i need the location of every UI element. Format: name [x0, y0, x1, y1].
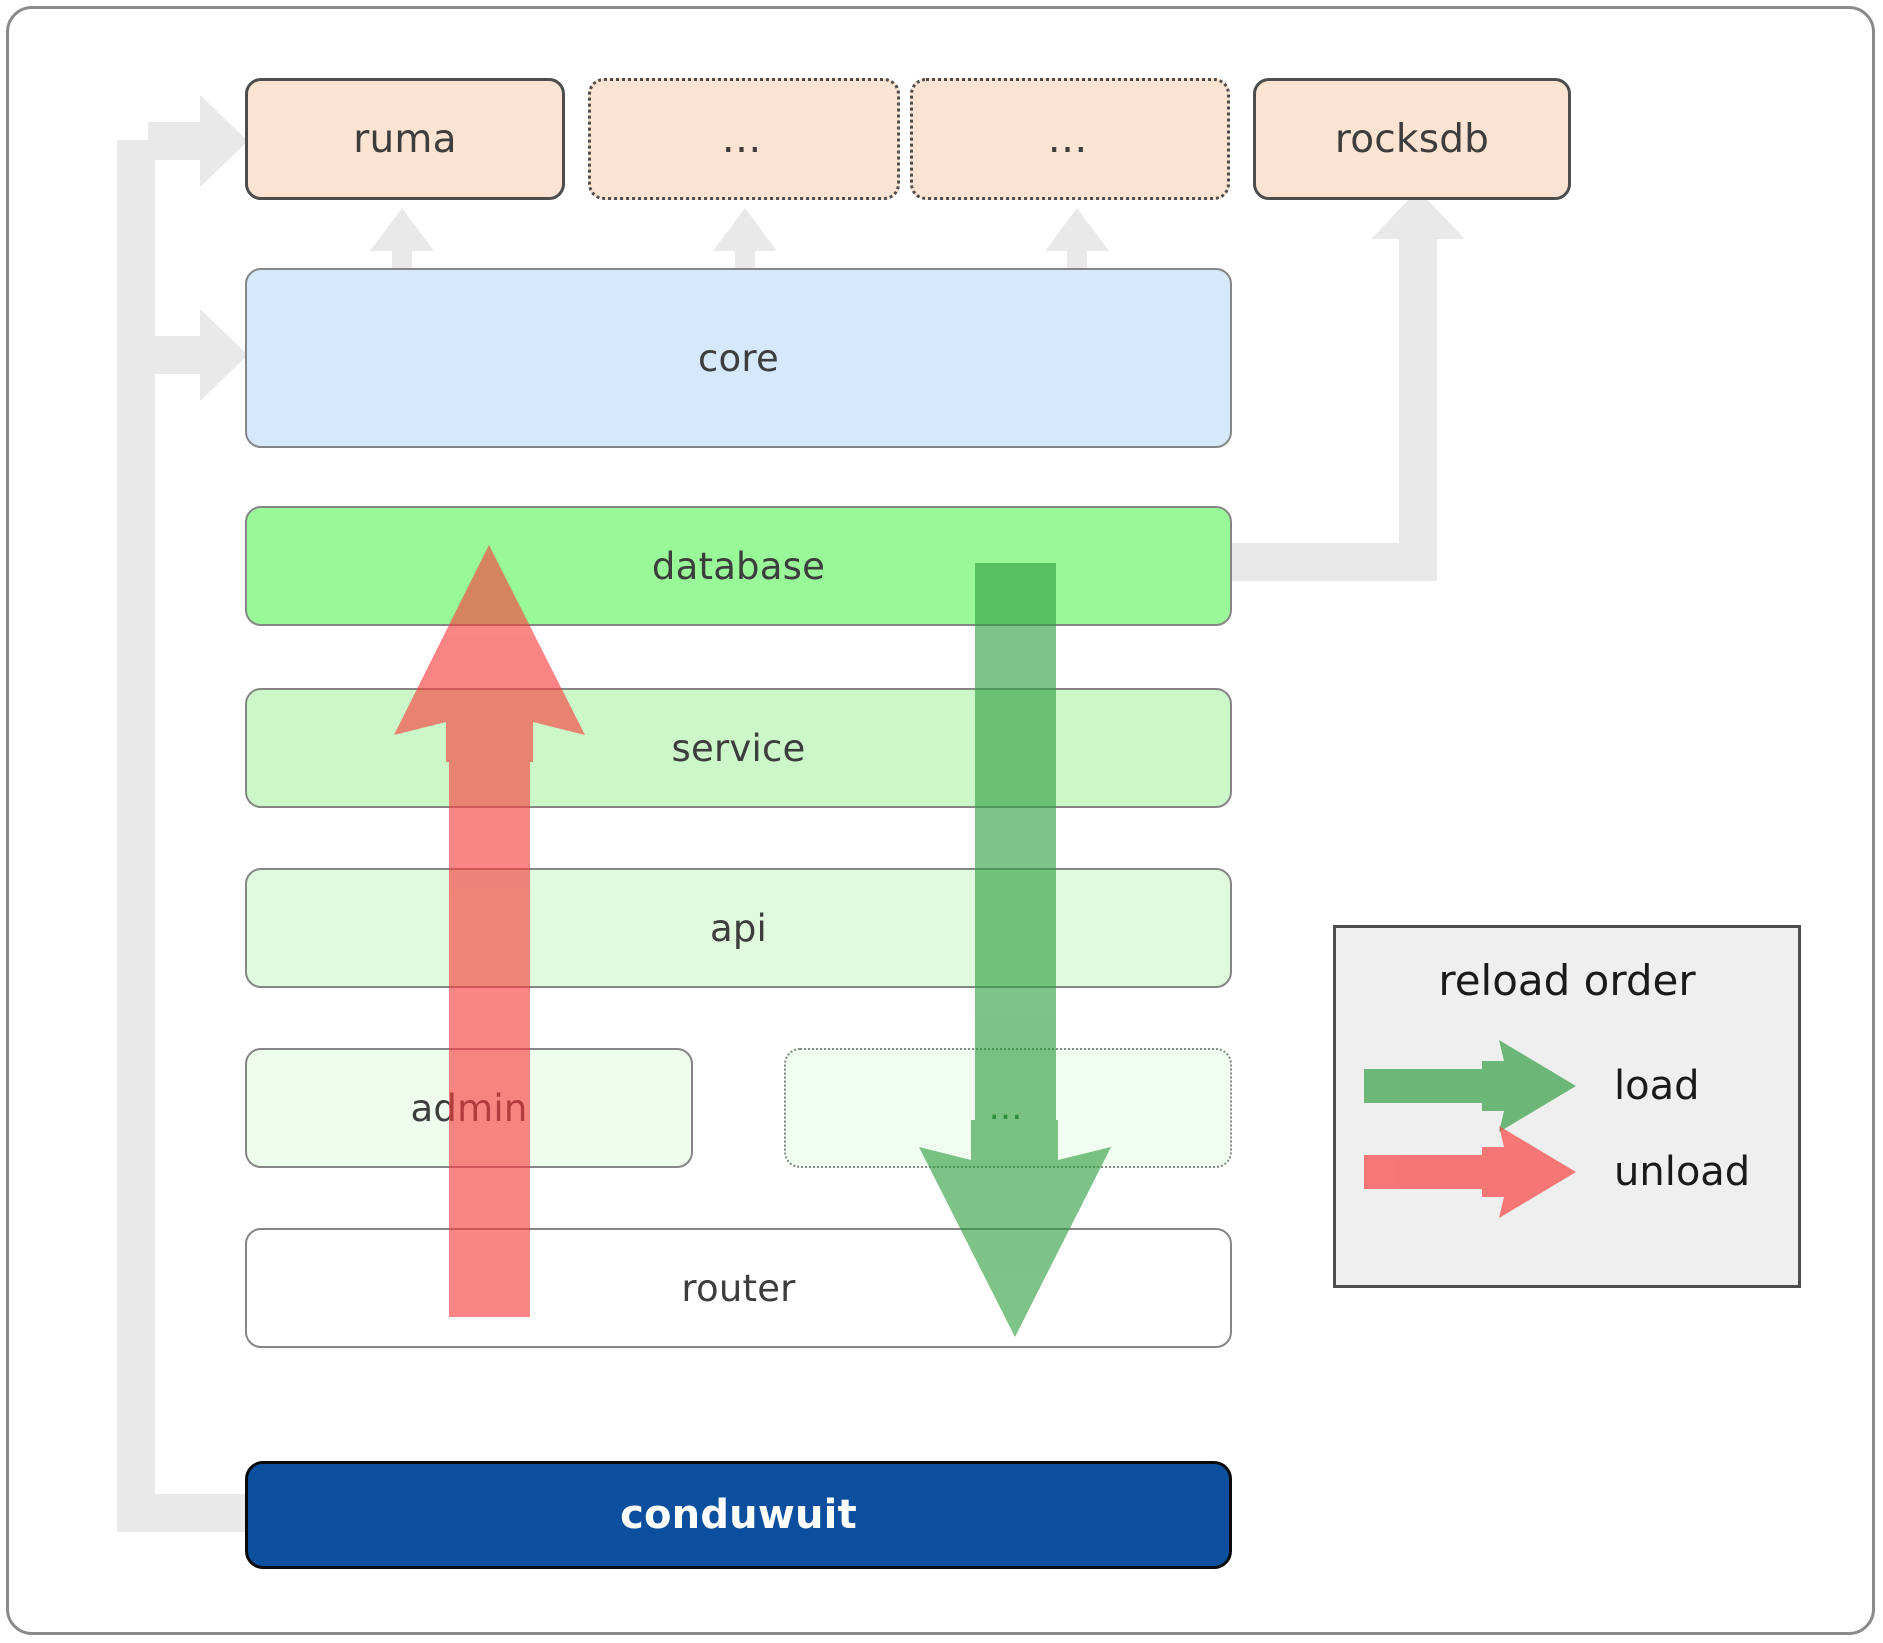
dependency-label-ellipsis-1: …	[721, 116, 767, 162]
legend-title: reload order	[1438, 956, 1696, 1005]
dependency-label-rocksdb: rocksdb	[1334, 116, 1490, 162]
dependency-node-ellipsis-2[interactable]: …	[910, 78, 1230, 200]
layer-label-service: service	[671, 726, 806, 770]
layer-node-api[interactable]: api	[245, 868, 1232, 988]
legend-row-load: load	[1364, 1040, 1776, 1132]
layer-label-router: router	[681, 1266, 796, 1310]
layer-node-router[interactable]: router	[245, 1228, 1232, 1348]
dependency-node-rocksdb[interactable]: rocksdb	[1253, 78, 1571, 200]
legend-row-unload: unload	[1364, 1126, 1776, 1218]
legend-label-unload: unload	[1614, 1149, 1751, 1195]
layer-label-api: api	[709, 906, 768, 950]
dependency-node-ruma[interactable]: ruma	[245, 78, 565, 200]
dependency-label-ellipsis-2: …	[1047, 116, 1093, 162]
load-arrow-icon	[1364, 1040, 1576, 1132]
layer-label-ellipsis: …	[988, 1087, 1028, 1128]
layer-node-admin[interactable]: admin	[245, 1048, 693, 1168]
diagram-canvas-frame	[6, 6, 1875, 1635]
layer-node-service[interactable]: service	[245, 688, 1232, 808]
layer-label-core: core	[698, 336, 779, 380]
brand-label-conduwuit: conduwuit	[620, 1492, 857, 1538]
legend-label-load: load	[1614, 1063, 1700, 1109]
dependency-label-ruma: ruma	[353, 116, 457, 162]
layer-label-admin: admin	[410, 1086, 528, 1130]
layer-node-core[interactable]: core	[245, 268, 1232, 448]
layer-node-ellipsis[interactable]: …	[784, 1048, 1232, 1168]
legend-panel: reload order load unload	[1333, 925, 1801, 1288]
dependency-node-ellipsis-1[interactable]: …	[588, 78, 900, 200]
layer-label-database: database	[651, 544, 826, 588]
brand-node-conduwuit[interactable]: conduwuit	[245, 1461, 1232, 1569]
layer-node-database[interactable]: database	[245, 506, 1232, 626]
unload-arrow-icon	[1364, 1126, 1576, 1218]
